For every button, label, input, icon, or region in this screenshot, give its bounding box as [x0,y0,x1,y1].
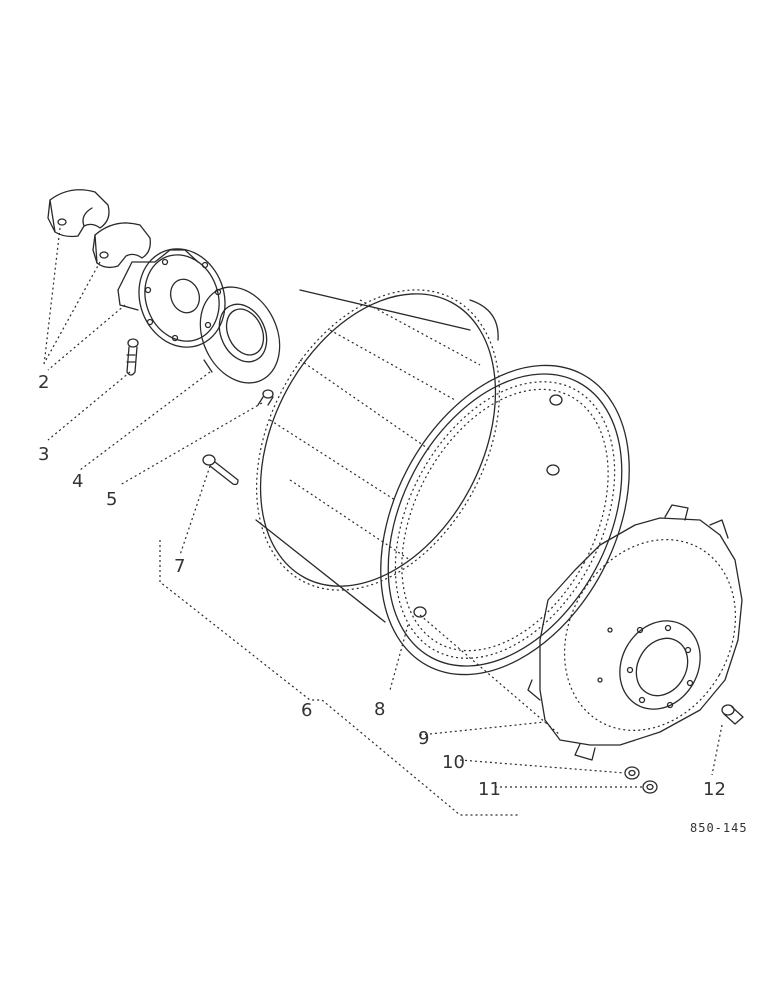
callout-8: 8 [374,699,385,720]
hub-bolt [126,338,139,376]
callout-10: 10 [442,752,465,773]
callout-2: 2 [38,372,49,393]
hub-flange [117,248,226,348]
nut [642,780,658,794]
clamp-half-upper [47,189,110,238]
callout-6: 6 [301,700,312,721]
callout-5: 5 [106,489,117,510]
clamp-half-lower [92,222,151,269]
callout-4: 4 [72,471,83,492]
reference-code: 850-145 [690,821,748,835]
long-bolt [202,454,239,486]
callout-labels: 2 3 4 5 7 6 8 9 10 11 12 850-145 [38,372,748,835]
disc-bolt [721,704,744,725]
wheel-disc [527,504,743,761]
wheel-rim [255,289,630,676]
leader-lines [43,227,723,816]
ring-plate [199,286,281,384]
washer [624,766,640,780]
small-bolt [257,389,274,406]
callout-3: 3 [38,444,49,465]
callout-12: 12 [703,779,726,800]
callout-11: 11 [478,779,501,800]
callout-7: 7 [174,556,185,577]
callout-9: 9 [418,728,429,749]
